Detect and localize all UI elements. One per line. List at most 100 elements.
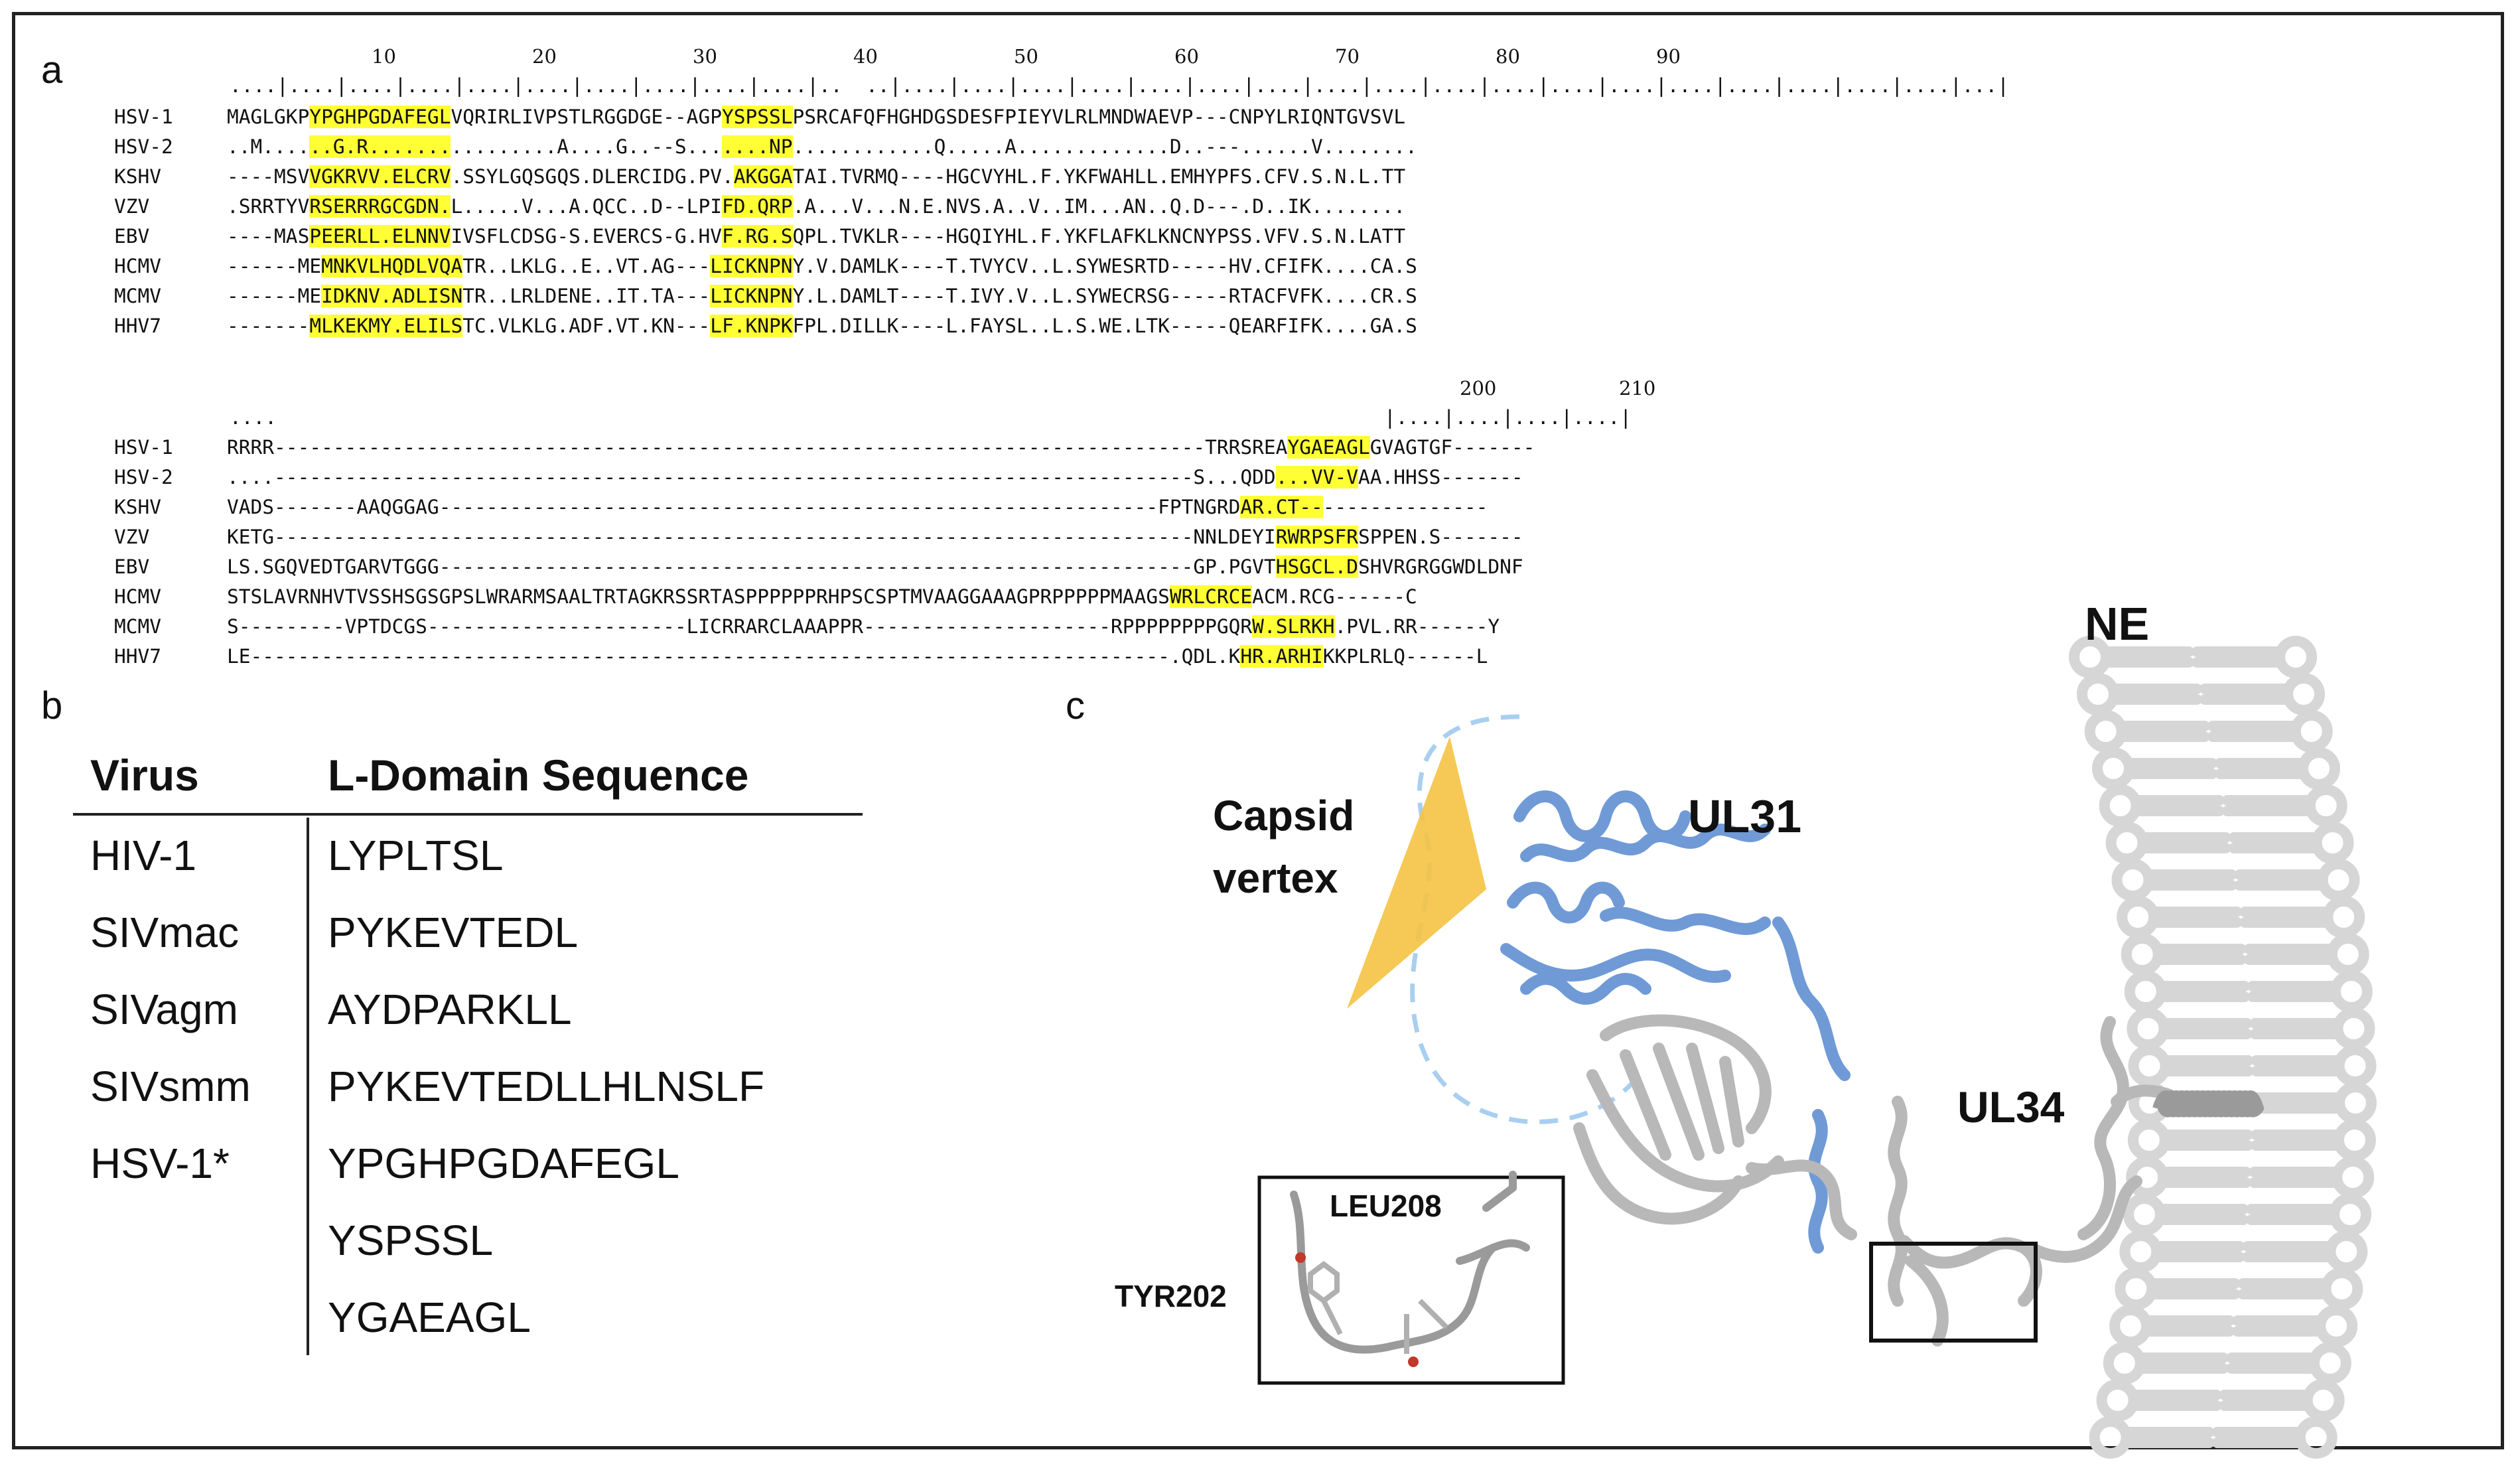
sequence-residues: ..M......G.R................A....G..--S.… — [227, 132, 1417, 162]
ldomain-highlight: ..G.R....... — [309, 135, 451, 158]
lipid — [2119, 1230, 2162, 1273]
lipid — [2325, 1230, 2368, 1273]
lipid — [2232, 1315, 2326, 1337]
residue-segment: .SRRTYV — [227, 195, 310, 218]
inset-oxygen-2 — [1408, 1356, 1419, 1367]
sequence-name: HSV-1 — [114, 436, 173, 459]
table-header-rule — [73, 813, 863, 816]
lipid — [2237, 1278, 2332, 1299]
sequence-residues: VADS-------AAQGGAG----------------------… — [227, 492, 1488, 522]
figure-frame — [12, 12, 2504, 1449]
ldomain-highlight: LF.KNPK — [710, 315, 793, 337]
residue-segment: TC.VLKLG.ADF.VT.KN--- — [462, 315, 711, 337]
residue-segment: LE--------------------------------------… — [227, 645, 1241, 668]
ldomain-highlight: IDKNV.ADLISN — [321, 285, 463, 307]
lipid — [2243, 944, 2338, 965]
table-header-virus: Virus — [90, 751, 199, 800]
lipid — [2099, 784, 2142, 827]
residue-segment: ------ME — [227, 285, 322, 307]
lipid — [2199, 684, 2293, 705]
sequence-name: HSV-1 — [114, 106, 173, 128]
lipid — [2116, 721, 2210, 742]
lipid — [2126, 1156, 2169, 1199]
lipid — [2290, 710, 2333, 753]
table-cell-sequence: LYPLTSL — [328, 832, 504, 879]
sequence-name: VZV — [114, 195, 150, 218]
lipid — [2308, 1342, 2351, 1384]
table-cell-sequence: PYKEVTEDL — [328, 909, 579, 956]
sequence-residues: MAGLGKPYPGHPGDAFEGLVQRIRLIVPSTLRGGDGE--A… — [227, 102, 1405, 132]
residue-segment: TR..LRLDENE..IT.TA--- — [462, 285, 711, 307]
lipid — [2101, 646, 2194, 668]
lipid — [2249, 1018, 2344, 1039]
lipid — [2108, 684, 2202, 705]
table-cell-sequence: YPGHPGDAFEGL — [328, 1139, 679, 1187]
panel-label-c: c — [1066, 684, 1085, 727]
lipid — [2330, 970, 2373, 1013]
lipid — [2225, 1353, 2320, 1374]
ldomain-highlight: AKGGA — [733, 165, 793, 188]
lipid — [2069, 636, 2111, 678]
lipid — [2333, 1119, 2376, 1161]
lipid — [2156, 981, 2250, 1002]
ldomain-highlight: WRLCRCE — [1169, 585, 1253, 608]
sequence-name: HCMV — [114, 255, 162, 277]
table-cell-virus: SIVsmm — [90, 1062, 251, 1110]
ldomain-highlight: ....NP — [721, 135, 793, 158]
label-vertex: vertex — [1213, 854, 1338, 902]
sequence-residues: ------MEIDKNV.ADLISNTR..LRLDENE..IT.TA--… — [227, 281, 1417, 311]
lipid — [2148, 907, 2243, 928]
label-ul34: UL34 — [1957, 1082, 2065, 1132]
lipid — [2084, 710, 2127, 753]
lipid — [2146, 1278, 2241, 1299]
residue-segment: Y.V.DAMLK----T.TVYCV..L.SYWESRTD-----HV.… — [792, 255, 1417, 277]
ruler-number: 30 — [693, 45, 717, 68]
ldomain-highlight: W.SLRKH — [1252, 615, 1335, 638]
residue-segment: S---------VPTDCGS----------------------L… — [227, 615, 1253, 638]
ruler-number: 10 — [372, 45, 396, 68]
table-cell-sequence: YGAEAGL — [328, 1293, 531, 1341]
sequence-residues: ------MEMNKVLHQDLVQATR..LKLG..E..VT.AG--… — [227, 252, 1417, 281]
inset-sidechains — [1308, 1261, 1448, 1354]
residue-segment: VADS-------AAQGGAG----------------------… — [227, 496, 1241, 518]
sequence-name: KSHV — [114, 165, 162, 188]
sequence-residues: STSLAVRNHVTVSSHSGSGPSLWRARMSAALTRTAGKRSS… — [227, 582, 1417, 612]
label-leu208: LEU208 — [1330, 1189, 1442, 1223]
lipid — [2160, 1055, 2254, 1076]
ruler-top-ticks: ....|....|....|....|....|....|....|....|… — [230, 74, 2009, 97]
ruler-bottom-ticks: |....|....|....|....| — [1384, 406, 1632, 429]
sequence-name: EBV — [114, 225, 150, 248]
lipid — [2152, 944, 2247, 965]
ldomain-highlight: HR.ARHI — [1240, 645, 1323, 668]
sequence-name: HCMV — [114, 585, 162, 608]
lipid — [2322, 896, 2365, 938]
sequence-residues: LE--------------------------------------… — [227, 642, 1488, 672]
ruler-number: 20 — [532, 45, 557, 68]
table-cell-sequence: AYDPARKLL — [328, 986, 572, 1033]
residue-segment: ------ME — [227, 255, 322, 277]
lipid — [2158, 1167, 2252, 1188]
ldomain-highlight: RSERRRGCGDN. — [309, 195, 451, 218]
lipid — [2141, 1315, 2235, 1337]
sequence-residues: ----MASPEERLL.ELNNVIVSFLCDSG-S.EVERCS-G.… — [227, 222, 1405, 252]
lipid — [2121, 933, 2164, 976]
sequence-residues: LS.SGQVEDTGARVTGGG----------------------… — [227, 552, 1523, 582]
nuclear-envelope-membrane — [2069, 636, 2377, 1459]
lipid — [2105, 822, 2148, 864]
ul34-ribbon — [1573, 1014, 2176, 1347]
lipid — [2091, 747, 2135, 790]
lipid — [2251, 1055, 2345, 1076]
sequence-residues: .SRRTYVRSERRRGCGDN.L.....V...A.QCC..D--L… — [227, 192, 1405, 222]
ldomain-highlight: YPGHPGDAFEGL — [309, 106, 451, 128]
ldomain-highlight: MLKEKMY.ELILS — [309, 315, 463, 337]
ldomain-highlight: VGKRVV.ELCRV — [309, 165, 451, 188]
sequence-name: MCMV — [114, 615, 162, 638]
lipid — [2123, 758, 2217, 779]
residue-segment: ACM.RCG------C — [1252, 585, 1417, 608]
ruler-number: 70 — [1335, 45, 1360, 68]
inset-oxygen-1 — [1295, 1252, 1306, 1263]
ruler-number: 50 — [1014, 45, 1038, 68]
lipid — [2115, 1268, 2158, 1310]
lipid — [2127, 1007, 2170, 1050]
